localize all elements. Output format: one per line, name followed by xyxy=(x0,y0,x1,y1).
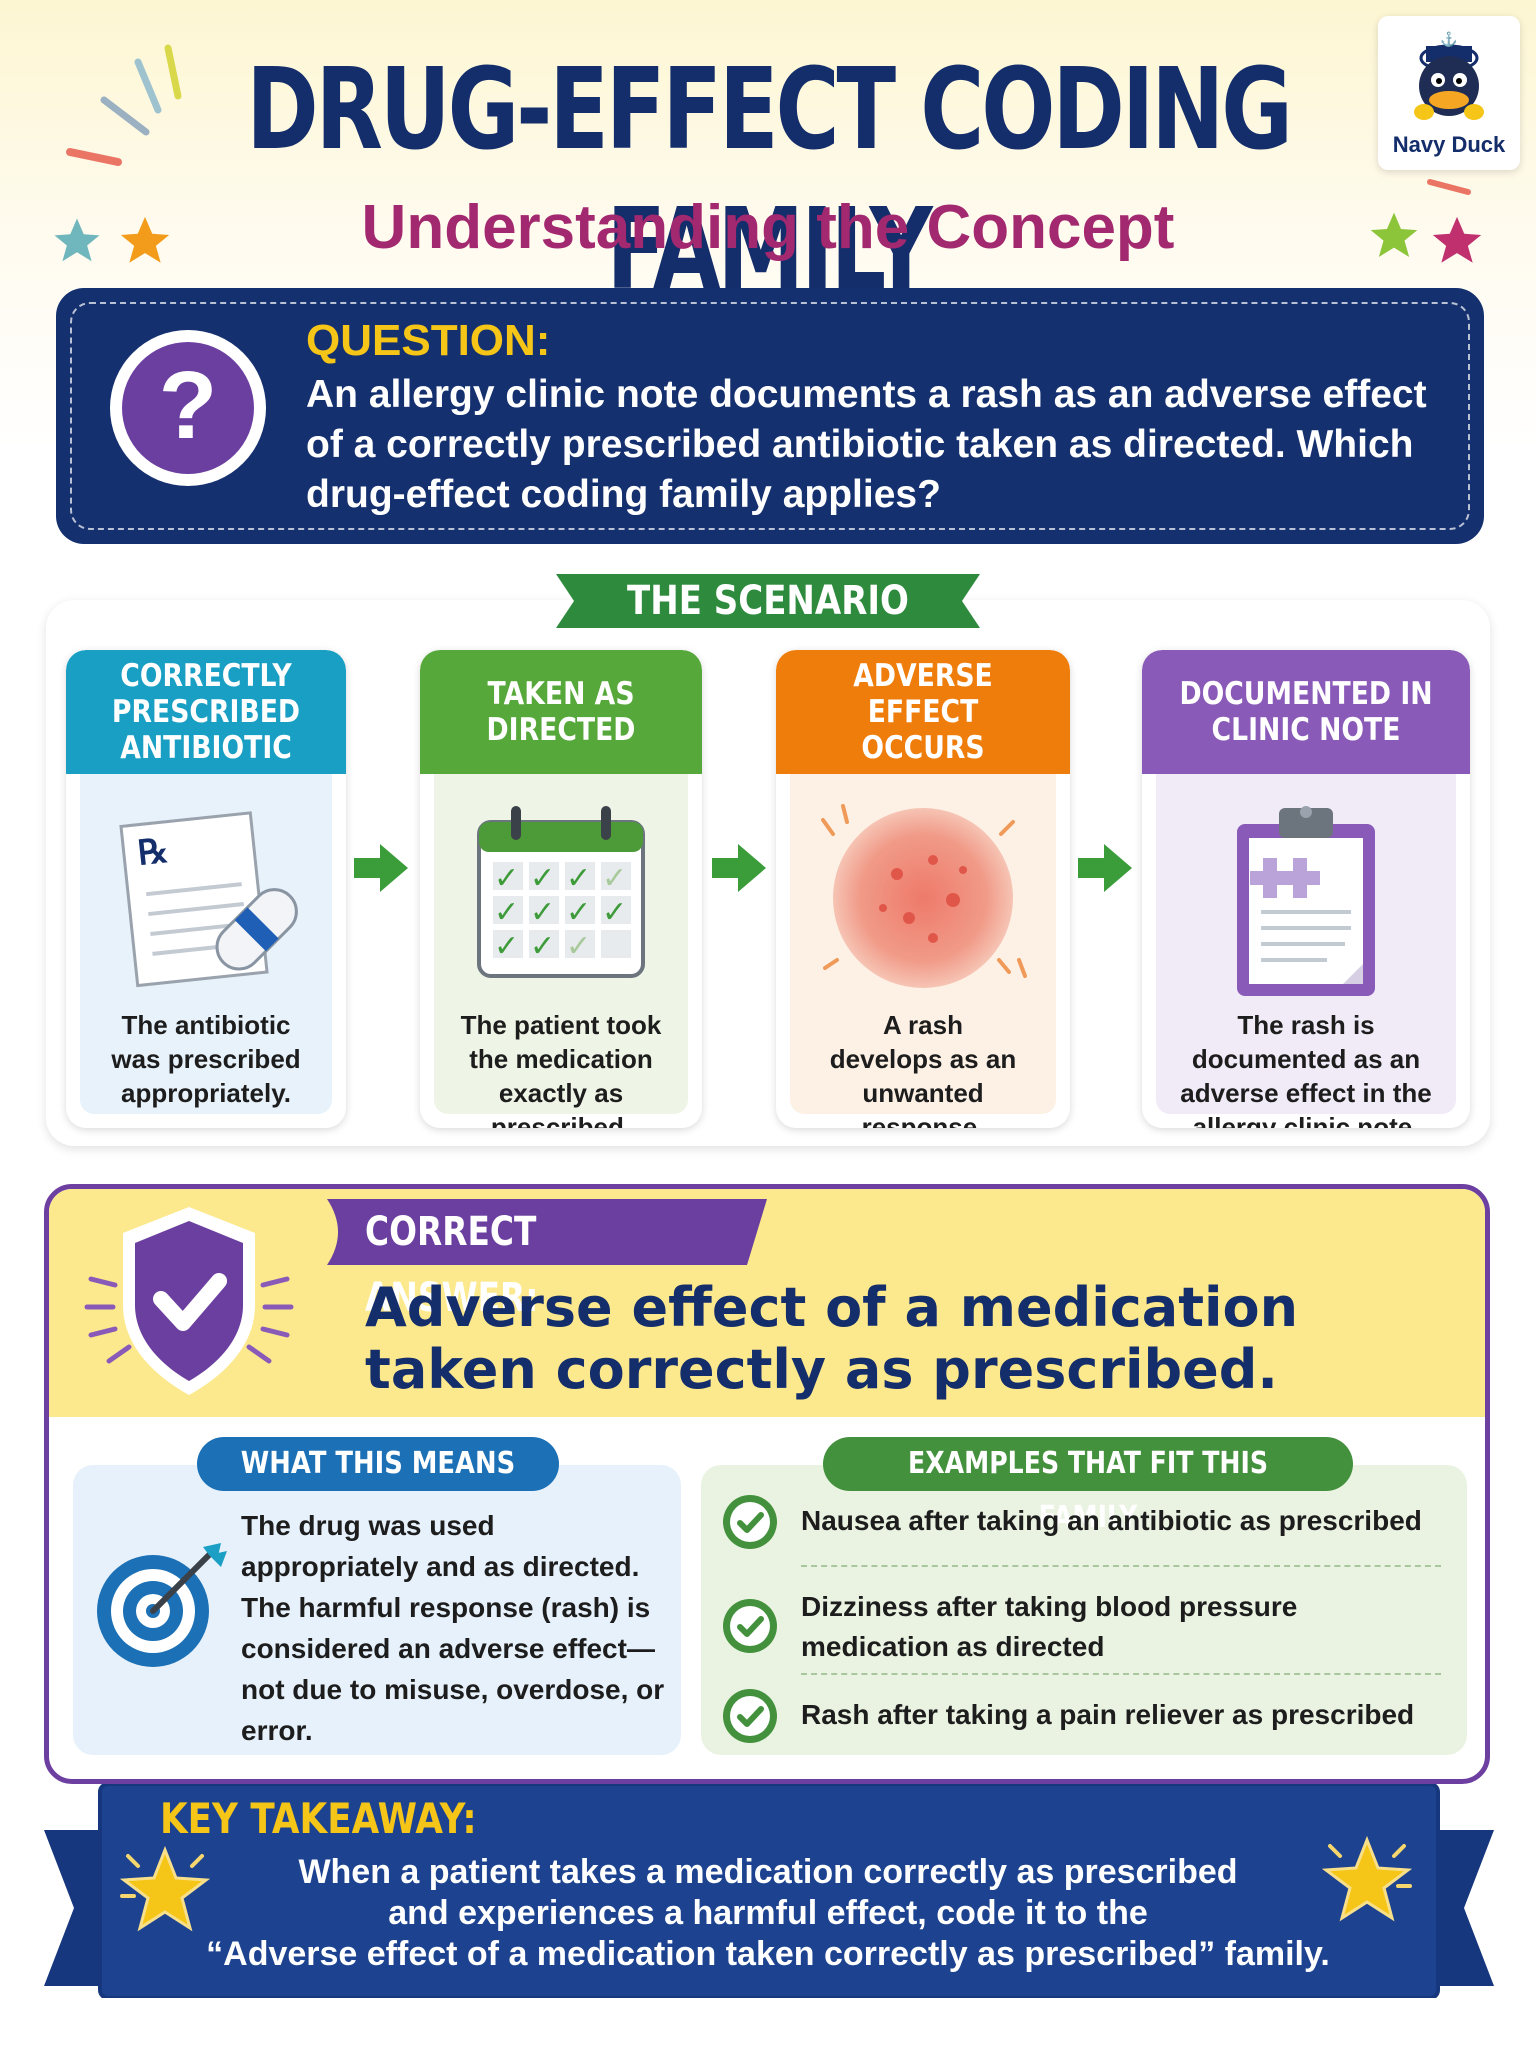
scenario-card-desc: The antibiotic was prescribed appropriat… xyxy=(111,1010,301,1108)
answer-highlight xyxy=(49,1189,1485,1417)
check-circle-icon xyxy=(723,1689,777,1743)
question-mark-icon: ? xyxy=(110,330,266,486)
svg-text:✓: ✓ xyxy=(602,895,627,930)
scenario-card-adverse: ADVERSE EFFECT OCCURS A rash develops as… xyxy=(776,650,1070,1128)
example-text: Dizziness after taking blood pressure me… xyxy=(801,1591,1298,1662)
clipboard-icon xyxy=(1237,806,1375,996)
question-label: QUESTION: xyxy=(306,316,551,365)
svg-text:✓: ✓ xyxy=(530,929,555,964)
star-teal-icon xyxy=(54,218,100,262)
question-panel-border xyxy=(70,302,1470,530)
scenario-card-title: TAKEN AS DIRECTED xyxy=(420,650,702,774)
examples-tag: EXAMPLES THAT FIT THIS FAMILY xyxy=(823,1437,1353,1535)
scenario-card-taken: TAKEN AS DIRECTED ✓ ✓ ✓ ✓ ✓ ✓ ✓ ✓ ✓ ✓ ✓ … xyxy=(420,650,702,1128)
answer-panel: CORRECT ANSWER: Adverse effect of a medi… xyxy=(44,1184,1490,1784)
target-icon xyxy=(97,1543,227,1667)
answer-text-line1: Adverse effect of a medication xyxy=(365,1276,1299,1339)
example-divider xyxy=(801,1673,1441,1675)
page-title: DRUG-EFFECT CODING FAMILY xyxy=(246,45,1293,315)
svg-text:✓: ✓ xyxy=(602,861,627,896)
svg-text:✓: ✓ xyxy=(494,929,519,964)
scenario-card-prescribed: CORRECTLY PRESCRIBED ANTIBIOTIC ℞ The an… xyxy=(66,650,346,1128)
takeaway-line1: When a patient takes a medication correc… xyxy=(298,1853,1238,1891)
arrow-right-icon xyxy=(1078,844,1132,892)
takeaway-banner xyxy=(44,1784,1494,1998)
answer-label: CORRECT ANSWER: xyxy=(365,1209,539,1321)
scenario-card-title: CORRECTLY PRESCRIBED ANTIBIOTIC xyxy=(66,650,346,774)
scenario-card-desc: A rash develops as an unwanted response. xyxy=(829,1010,1017,1128)
scenario-card-title: ADVERSE EFFECT OCCURS xyxy=(776,650,1070,774)
arrow-right-icon xyxy=(712,844,766,892)
svg-text:⚓: ⚓ xyxy=(1440,31,1457,48)
star-orange-icon xyxy=(120,216,170,263)
example-text: Rash after taking a pain reliever as pre… xyxy=(801,1699,1415,1730)
star-gold-left-icon xyxy=(119,1845,211,1932)
star-magenta-icon xyxy=(1432,216,1482,263)
star-gold-right-icon xyxy=(1321,1835,1413,1922)
check-circle-icon xyxy=(723,1495,777,1549)
svg-text:✓: ✓ xyxy=(566,861,591,896)
scenario-card-desc: The patient took the medication exactly … xyxy=(460,1010,662,1128)
scenario-tag: THE SCENARIO xyxy=(556,574,980,628)
answer-tag: CORRECT ANSWER: xyxy=(327,1199,767,1321)
means-text: The drug was used appropriately and as d… xyxy=(241,1510,665,1746)
svg-text:✓: ✓ xyxy=(566,895,591,930)
prescription-pill-icon: ℞ xyxy=(119,811,298,988)
example-divider xyxy=(801,1565,1441,1567)
scenario-ribbon xyxy=(556,574,980,628)
means-tag: WHAT THIS MEANS xyxy=(197,1437,559,1491)
svg-text:✓: ✓ xyxy=(530,861,555,896)
svg-text:✓: ✓ xyxy=(530,895,555,930)
scenario-card-desc: The rash is documented as an adverse eff… xyxy=(1180,1010,1432,1128)
takeaway-label: KEY TAKEAWAY: xyxy=(160,1794,477,1843)
svg-text:✓: ✓ xyxy=(494,861,519,896)
page-subtitle: Understanding the Concept xyxy=(361,193,1175,262)
burst-decoration-right xyxy=(1427,179,1471,195)
navy-duck-logo: ⚓ Navy Duck xyxy=(1378,16,1520,170)
rash-icon xyxy=(821,804,1027,988)
takeaway-line3: “Adverse effect of a medication taken co… xyxy=(206,1935,1330,1973)
check-circle-icon xyxy=(723,1599,777,1653)
duck-mascot-icon: ⚓ xyxy=(1414,31,1484,120)
example-text: Nausea after taking an antibiotic as pre… xyxy=(801,1505,1422,1536)
answer-text-line2: taken correctly as prescribed. xyxy=(365,1338,1278,1401)
takeaway-line2: and experiences a harmful effect, code i… xyxy=(388,1894,1148,1932)
svg-text:✓: ✓ xyxy=(566,929,591,964)
examples-box xyxy=(701,1465,1467,1755)
scenario-card-title: DOCUMENTED IN CLINIC NOTE xyxy=(1142,650,1470,774)
scenario-card-documented: DOCUMENTED IN CLINIC NOTE The rash is do… xyxy=(1142,650,1470,1128)
burst-decoration-left xyxy=(66,44,182,166)
shield-check-icon xyxy=(84,1207,294,1395)
question-text: An allergy clinic note documents a rash … xyxy=(306,373,1427,516)
svg-text:?: ? xyxy=(159,352,218,459)
arrow-right-icon xyxy=(354,844,408,892)
scenario-tag-label: THE SCENARIO xyxy=(627,578,909,624)
calendar-check-icon: ✓ ✓ ✓ ✓ ✓ ✓ ✓ ✓ ✓ ✓ ✓ xyxy=(477,806,645,978)
answer-ribbon xyxy=(327,1199,767,1265)
logo-label: Navy Duck xyxy=(1392,132,1506,157)
svg-text:✓: ✓ xyxy=(494,895,519,930)
takeaway-text: When a patient takes a medication correc… xyxy=(200,1852,1336,1975)
star-green-icon xyxy=(1370,212,1418,257)
svg-text:℞: ℞ xyxy=(136,833,170,873)
answer-text: Adverse effect of a medication taken cor… xyxy=(365,1277,1298,1401)
question-panel: ? QUESTION: An allergy clinic note docum… xyxy=(56,288,1484,544)
